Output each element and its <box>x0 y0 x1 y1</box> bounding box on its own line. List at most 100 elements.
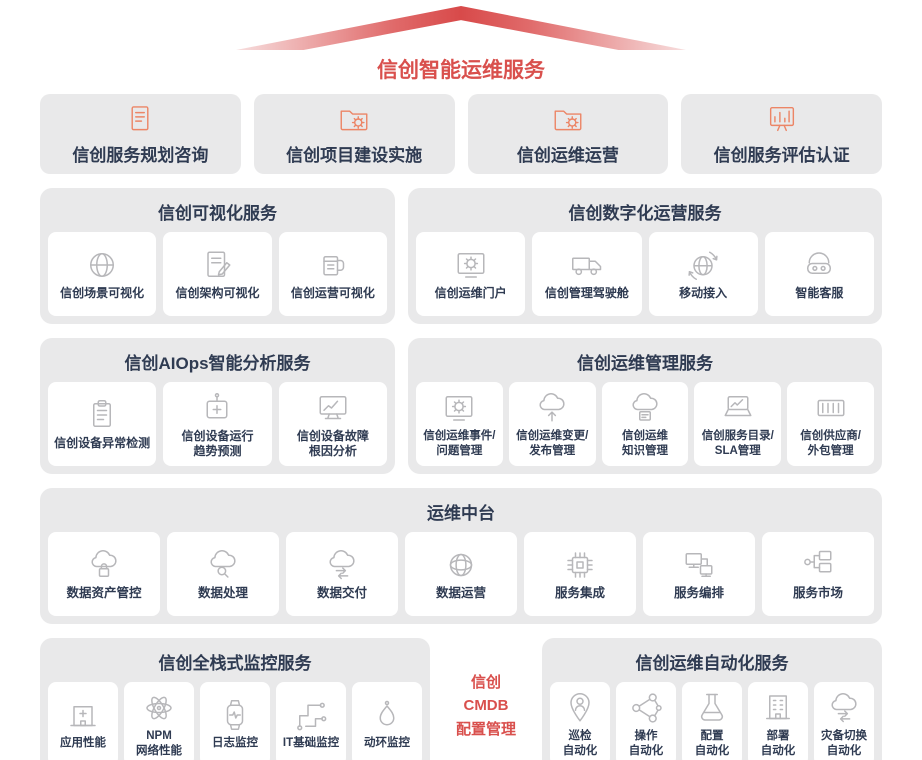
service-card: 服务编排 <box>643 532 755 616</box>
service-card-label: 信创运维 知识管理 <box>621 430 668 457</box>
service-card-label: 信创设备故障 根因分析 <box>296 428 369 458</box>
atom-icon <box>139 690 179 726</box>
service-card: 灾备切换 自动化 <box>814 682 874 760</box>
service-card: 数据资产管控 <box>48 532 160 616</box>
cloud-search-icon <box>203 547 243 583</box>
service-card: 信创场景可视化 <box>48 232 157 316</box>
cmdb-label: 信创 CMDB 配置管理 <box>455 674 516 738</box>
cloud-document-icon <box>625 390 665 426</box>
service-card-label: 数据运营 <box>435 585 486 600</box>
service-card: 部署 自动化 <box>748 682 808 760</box>
service-card-label: 信创运维事件/ 问题管理 <box>423 430 496 457</box>
service-card-label: NPM 网络性能 <box>136 730 182 757</box>
cloud-sync-icon <box>824 690 864 726</box>
cloud-upload-icon <box>532 390 572 426</box>
panel-title: 信创可视化服务 <box>158 204 277 223</box>
panel-title: 信创运维管理服务 <box>577 354 713 373</box>
panel-aiops: 信创AIOps智能分析服务 信创设备异常检测 信创设备运行 趋势预测 信创设备故… <box>40 338 395 474</box>
monitor-chart-icon <box>313 390 353 426</box>
panel-title: 信创全栈式监控服务 <box>158 654 312 673</box>
service-card-label: 数据资产管控 <box>66 585 142 600</box>
panel-middle-platform: 运维中台 数据资产管控 数据处理 数据交付 数据运营 <box>40 488 882 624</box>
service-card: NPM 网络性能 <box>124 682 194 760</box>
service-card: 日志监控 <box>200 682 270 760</box>
device-health-icon <box>197 390 237 426</box>
service-card: 数据运营 <box>405 532 517 616</box>
service-card-label: 数据交付 <box>316 585 367 600</box>
service-card-label: 信创供应商/ 外包管理 <box>800 430 861 457</box>
service-card: 配置 自动化 <box>682 682 742 760</box>
service-card-label: 巡检 自动化 <box>562 730 598 757</box>
top-service-card: 信创服务规划咨询 <box>40 94 241 174</box>
service-card-label: 应用性能 <box>60 737 106 750</box>
top-service-label: 信创项目建设实施 <box>286 146 423 165</box>
service-card-label: 信创场景可视化 <box>60 286 145 300</box>
vr-headset-icon <box>799 247 839 283</box>
panel-automation: 信创运维自动化服务 巡检 自动化 操作 自动化 配置 自动化 部署 自动化 <box>542 638 882 760</box>
service-card-label: 部署 自动化 <box>760 730 796 757</box>
globe-arrows-icon <box>683 247 723 283</box>
service-card-label: 服务集成 <box>554 585 605 600</box>
service-card: 智能客服 <box>764 232 874 316</box>
service-card-label: 灾备切换 自动化 <box>821 730 867 757</box>
service-card-label: 信创设备运行 趋势预测 <box>181 428 254 458</box>
service-card: 信创运维事件/ 问题管理 <box>416 382 503 466</box>
service-card: 数据交付 <box>286 532 398 616</box>
flask-icon <box>692 690 732 726</box>
service-card-label: 信创运营可视化 <box>290 286 375 300</box>
service-card: 信创设备运行 趋势预测 <box>163 382 272 466</box>
service-card-label: 信创服务目录/ SLA管理 <box>701 430 774 457</box>
service-card-label: 服务编排 <box>673 585 724 600</box>
top-service-card: 信创服务评估认证 <box>681 94 882 174</box>
server-network-icon <box>798 547 838 583</box>
document-pencil-icon <box>197 247 237 283</box>
laptop-chart-icon <box>718 390 758 426</box>
header-arrow-row <box>40 6 882 50</box>
panel-ops-management: 信创运维管理服务 信创运维事件/ 问题管理 信创运维变更/ 发布管理 信创运维 … <box>408 338 882 474</box>
service-card-label: 信创设备异常检测 <box>54 436 151 450</box>
service-card-label: 移动接入 <box>679 286 728 300</box>
top-services-row: 信创服务规划咨询 信创项目建设实施 信创运维运营 信创服务评估认证 <box>40 94 882 174</box>
service-card: 信创服务目录/ SLA管理 <box>694 382 782 466</box>
gear-screen-icon <box>439 390 479 426</box>
mug-icon <box>313 247 353 283</box>
service-card: 信创供应商/ 外包管理 <box>787 382 874 466</box>
panel-digital-ops: 信创数字化运营服务 信创运维门户 信创管理驾驶舱 移动接入 智能客服 <box>408 188 882 324</box>
globe-icon <box>82 247 122 283</box>
service-card-label: 智能客服 <box>795 286 844 300</box>
panel-monitoring: 信创全栈式监控服务 应用性能 NPM 网络性能 日志监控 IT基础监控 <box>40 638 430 760</box>
service-card-label: 配置 自动化 <box>694 730 730 757</box>
service-card-label: 信创运维变更/ 发布管理 <box>516 430 589 457</box>
cloud-transfer-icon <box>322 547 362 583</box>
row-visualization-digital: 信创可视化服务 信创场景可视化 信创架构可视化 信创运营可视化 信创数字化运营服… <box>40 188 882 324</box>
service-card: 动环监控 <box>352 682 422 760</box>
page-title: 信创智能运维服务 <box>377 59 545 82</box>
top-service-label: 信创服务评估认证 <box>713 146 850 165</box>
service-card-label: 信创架构可视化 <box>175 286 260 300</box>
service-card: 数据处理 <box>167 532 279 616</box>
service-card: IT基础监控 <box>276 682 346 760</box>
service-card-label: 动环监控 <box>364 737 410 750</box>
top-service-card: 信创项目建设实施 <box>253 94 455 174</box>
top-service-card: 信创运维运营 <box>467 94 669 174</box>
folder-gear-icon <box>336 102 372 136</box>
row-middle-platform: 运维中台 数据资产管控 数据处理 数据交付 数据运营 <box>40 488 882 624</box>
panel-visualization: 信创可视化服务 信创场景可视化 信创架构可视化 信创运营可视化 <box>40 188 395 324</box>
nodes-icon <box>626 690 666 726</box>
service-card-label: 日志监控 <box>212 737 258 750</box>
service-card-label: 操作 自动化 <box>628 730 664 757</box>
circuit-icon <box>291 697 331 733</box>
cloud-lock-icon <box>84 547 124 583</box>
hospital-icon <box>63 697 103 733</box>
building-icon <box>758 690 798 726</box>
service-card: 移动接入 <box>648 232 758 316</box>
folder-gear-icon <box>550 102 586 136</box>
balloon-icon <box>367 697 407 733</box>
up-arrow-graphic <box>236 6 686 50</box>
row-monitoring-cmdb-automation: 信创全栈式监控服务 应用性能 NPM 网络性能 日志监控 IT基础监控 <box>40 638 882 760</box>
service-card: 信创运维变更/ 发布管理 <box>508 382 596 466</box>
cmdb-card: 信创 CMDB 配置管理 <box>443 638 529 760</box>
service-card: 服务集成 <box>524 532 636 616</box>
panel-title: 信创AIOps智能分析服务 <box>124 354 311 373</box>
